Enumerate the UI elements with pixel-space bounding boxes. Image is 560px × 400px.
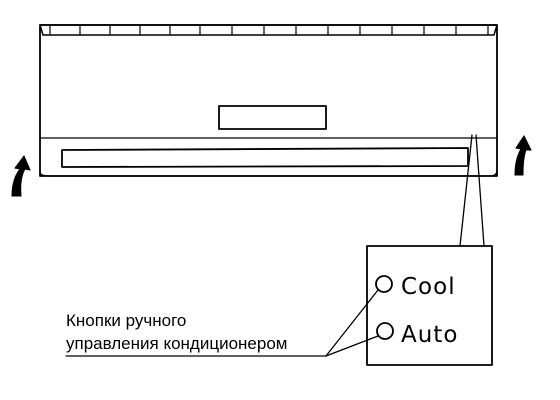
- unit-top-grille-frame: [39, 24, 498, 36]
- auto-button[interactable]: [376, 322, 394, 340]
- callout-label-line1: Кнопки ручного: [66, 311, 186, 330]
- button-panel: [366, 245, 493, 366]
- auto-button-label: Auto: [401, 322, 458, 348]
- unit-bottom-edge: [39, 169, 498, 177]
- unit-top-grille-slats: [49, 25, 489, 35]
- airflow-left-arrow-icon: [11, 155, 31, 197]
- unit-display-window: [218, 105, 327, 130]
- cool-button-label: Cool: [401, 274, 456, 300]
- callout-pointer-lines: [65, 289, 379, 357]
- indoor-unit: [39, 24, 498, 177]
- callout-label-line2: управления кондиционером: [66, 334, 287, 353]
- cool-button[interactable]: [375, 275, 393, 293]
- panel-leader-lines: [459, 134, 485, 247]
- airflow-right-arrow-icon: [514, 135, 532, 176]
- unit-air-outlet: [61, 147, 469, 168]
- unit-casing: [39, 24, 498, 177]
